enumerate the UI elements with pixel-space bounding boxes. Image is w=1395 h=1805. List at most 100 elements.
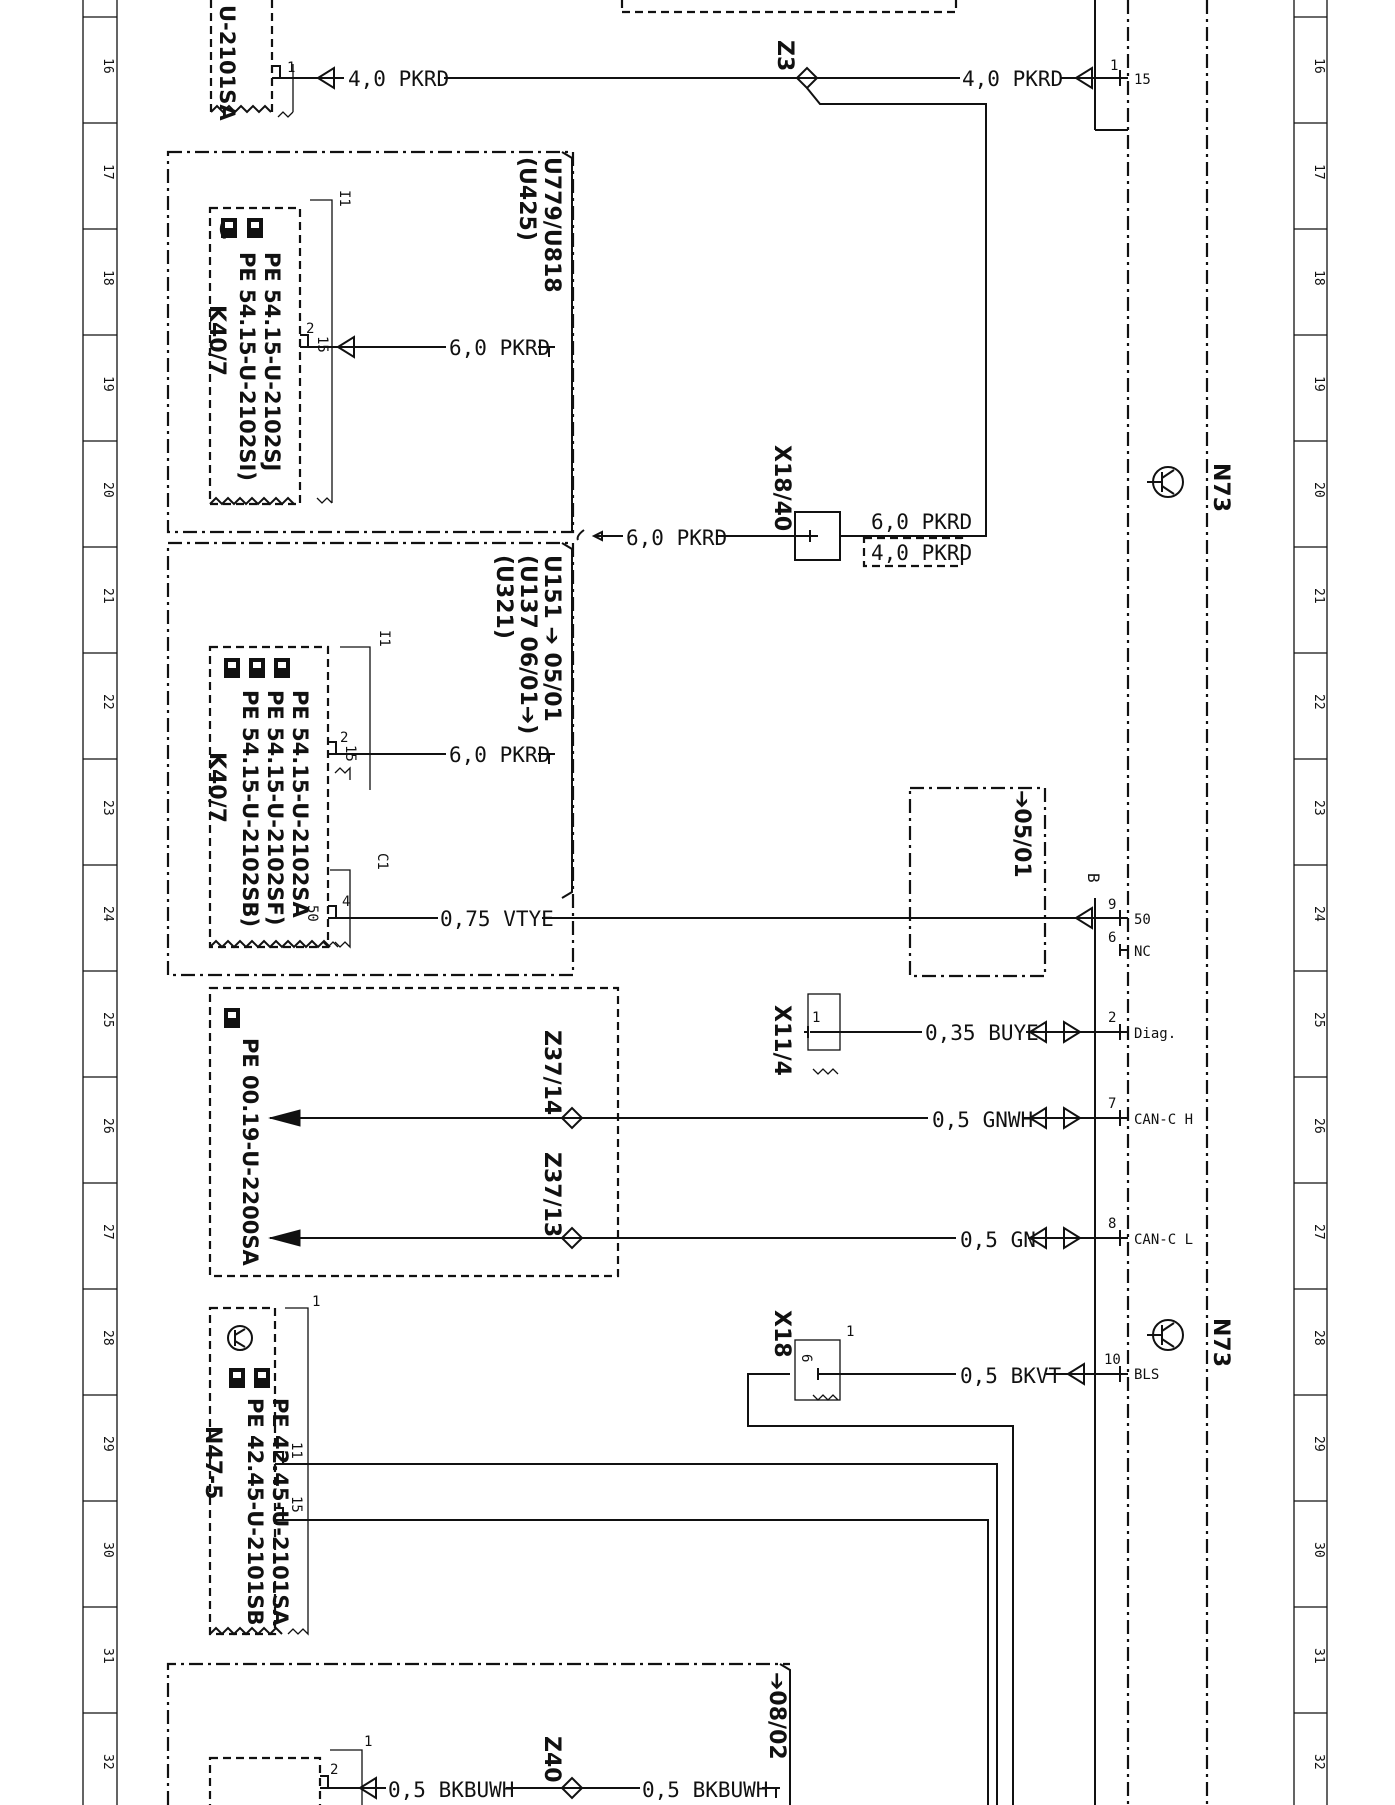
pin-9: 9 — [1108, 897, 1116, 913]
k40-ref-upper-1: PE 54.15-U-2102SJ — [260, 252, 284, 471]
variant-u137: (U137 06/01➔) — [515, 555, 540, 734]
n73-pin-diag: Diag. — [1134, 1026, 1176, 1042]
grid-row-label: 24 — [1311, 906, 1326, 922]
pin-4: 4 — [342, 894, 350, 910]
n47-5-label: N47-5 — [200, 1426, 225, 1499]
x11-4-connector: 1 X11/4 0,35 BUYE 2 — [769, 993, 1128, 1076]
wire-label-buye: 0,35 BUYE — [925, 1021, 1039, 1045]
x18-40-label: X18/40 — [769, 445, 794, 531]
grid-row-label: 30 — [100, 1542, 115, 1558]
can-ref: PE 00.19-U-2200SA — [238, 1038, 262, 1267]
grid-row-label: 21 — [100, 588, 115, 604]
pin-10: 10 — [1104, 1352, 1121, 1368]
k40-ref-lower-3: PE 54.15-U-2102SB) — [238, 690, 262, 927]
pin-15: 15 — [288, 1496, 304, 1513]
pin-1: 1 — [846, 1324, 854, 1340]
grid-row-label: 27 — [100, 1224, 115, 1240]
variant-from-0802: ➔08/02 — [764, 1672, 789, 1760]
grid-row-label: 20 — [1311, 482, 1326, 498]
grid-row-label: 17 — [1311, 164, 1326, 180]
variant-u425: (U425) — [514, 157, 539, 241]
wire-label-pkrd-right: 4,0 PKRD — [962, 67, 1063, 91]
pin-7: 7 — [1108, 1096, 1116, 1112]
variant-from-0501: ➔05/01 — [1009, 790, 1034, 878]
wire-4-0-pkrd: 4,0 PKRD 4,0 PKRD 1 Z3 — [280, 40, 1128, 537]
can-reference-box: PE 00.19-U-2200SA Z37/14 Z37/13 — [208, 986, 620, 1278]
wire-label-pkrd-k40-lower: 6,0 PKRD — [449, 743, 550, 767]
pointing-hand-icon — [224, 1008, 240, 1028]
k40-7-upper-label: K40/7 — [204, 305, 229, 376]
grid-row-label: 21 — [1311, 588, 1326, 604]
wire-label-vtye: 0,75 VTYE — [440, 907, 554, 931]
pin-2: 2 — [1108, 1010, 1116, 1026]
n73-label-lower: N73 — [1208, 1318, 1233, 1367]
grid-row-label: 28 — [100, 1330, 115, 1346]
grid-row-label: 16 — [100, 58, 115, 74]
top-left-ref: U-2101SA — [215, 5, 239, 121]
pin-1: 1 — [287, 60, 295, 76]
grid-row-label: 19 — [1311, 376, 1326, 392]
wire-label-pkrd-40-alt: 4,0 PKRD — [871, 541, 972, 565]
pin-50: 50 — [304, 905, 320, 922]
pin-1: 1 — [812, 1010, 820, 1026]
n47-5-box: 1 PE 42.45-U-2101SA PE 42.45-U-2101SB N4… — [200, 1294, 998, 1805]
pointing-hand-icon — [247, 218, 263, 238]
z40-label: Z40 — [539, 1736, 564, 1783]
pin-1: 1 — [1110, 58, 1118, 74]
pin-15: 15 — [314, 336, 330, 353]
svg-text:(: ( — [218, 217, 228, 241]
pointing-hand-icon — [229, 1368, 245, 1388]
pointing-hand-icon — [224, 658, 240, 678]
grid-row-label: 30 — [1311, 1542, 1326, 1558]
grid-row-label: 31 — [100, 1648, 115, 1664]
n47-ref-1: PE 42.45-U-2101SA — [268, 1398, 292, 1627]
wire-label-pkrd-x18-right: 6,0 PKRD — [871, 510, 972, 534]
grid-row-label: 25 — [1311, 1012, 1326, 1028]
grid-row-label: 24 — [100, 906, 115, 922]
n73-pin-nc: NC — [1134, 944, 1151, 960]
n47-ref-2: PE 42.45-U-2101SB — [243, 1398, 267, 1626]
pin-c1: C1 — [374, 853, 390, 870]
n73-pin-canl: CAN-C L — [1134, 1232, 1193, 1248]
n73-pin-b: B — [1084, 873, 1103, 883]
top-left-relay: U-2101SA 1 — [209, 0, 958, 121]
pin-2: 2 — [340, 730, 348, 746]
grid-row-label: 28 — [1311, 1330, 1326, 1346]
variant-u151: U151 ➔ 05/01 — [539, 555, 564, 722]
grid-row-label: 17 — [100, 164, 115, 180]
variant-u779: U779/U818 — [539, 157, 564, 293]
wire-can-h: 0,5 GNWH 7 — [268, 1096, 1128, 1132]
pin-6: 6 — [1108, 930, 1116, 946]
wire-label-pkrd-x18: 6,0 PKRD — [626, 526, 727, 550]
grid-row-label: 26 — [100, 1118, 115, 1134]
pin-2: 2 — [306, 321, 314, 337]
pin-1: 1 — [364, 1734, 372, 1750]
n73-pin-bls: BLS — [1134, 1367, 1159, 1383]
grid-row-label: 32 — [1311, 1754, 1326, 1770]
z3-label: Z3 — [772, 40, 797, 71]
grid-row-label: 32 — [100, 1754, 115, 1770]
transistor-icon — [227, 1325, 253, 1351]
pin-8: 8 — [1108, 1216, 1116, 1232]
x18-40-connector: 6,0 PKRD X18/40 6,0 PKRD 4,0 PKRD — [576, 445, 986, 568]
transistor-icon — [1147, 1319, 1184, 1351]
k40-ref-upper-2: PE 54.15-U-2102SI) — [235, 252, 259, 481]
grid-row-label: 27 — [1311, 1224, 1326, 1240]
wire-label-gn: 0,5 GN — [960, 1228, 1036, 1252]
grid-row-label: 19 — [100, 376, 115, 392]
grid-row-label: 22 — [100, 694, 115, 710]
grid-row-label: 29 — [100, 1436, 115, 1452]
wire-can-l: 0,5 GN 8 — [268, 1216, 1128, 1252]
wire-label-bkbuwh-right: 0,5 BKBUWH — [642, 1778, 768, 1802]
wire-label-gnwh: 0,5 GNWH — [932, 1108, 1033, 1132]
pin-i1: I1 — [376, 630, 392, 647]
transistor-icon — [1147, 466, 1184, 498]
wire-label-pkrd-k40-upper: 6,0 PKRD — [449, 336, 550, 360]
grid-row-label: 23 — [100, 800, 115, 816]
k40-7-lower-label: K40/7 — [204, 752, 229, 823]
wire-label-bkbuwh-left: 0,5 BKBUWH — [388, 1778, 514, 1802]
